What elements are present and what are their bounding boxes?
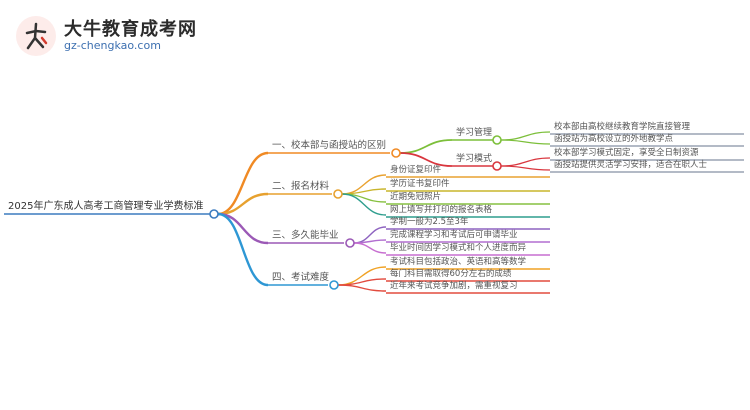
branch-1-child-2-leaf-2: 函授站提供灵活学习安排，适合在职人士	[554, 159, 708, 170]
branch-1-child-1-leaf-1-link	[500, 131, 551, 141]
branch-2-label: 二、报名材料	[272, 180, 330, 192]
branch-2-leaf-2: 学历证书复印件	[390, 178, 450, 189]
branch-4-dot	[329, 280, 339, 290]
branch-3-leaf-3-link	[353, 242, 387, 254]
branch-1-child-1-leaf-2-link	[500, 139, 551, 145]
branch-3-label: 三、多久能毕业	[272, 229, 339, 241]
root-node-dot	[209, 209, 219, 219]
branch-4-leaf-2: 每门科目需取得60分左右的成绩	[390, 268, 512, 279]
branch-3-leaf-2: 完成课程学习和考试后可申请毕业	[390, 229, 518, 240]
mindmap-links	[4, 131, 744, 294]
branch-4-leaf-2-link	[337, 278, 387, 286]
branch-4-leaf-3: 近年来考试竞争加剧，需重视复习	[390, 280, 518, 291]
branch-1-child-2-link	[399, 152, 453, 167]
branch-4-leaf-1: 考试科目包括政治、英语和高等数学	[390, 256, 527, 267]
branch-2-leaf-3: 近期免冠照片	[390, 191, 441, 202]
branch-1-child-2-leaf-1-link	[500, 157, 551, 167]
branch-1-label: 一、校本部与函授站的区别	[272, 139, 386, 151]
branch-1-child-1-leaf-2: 函授站为高校设立的外地教学点	[554, 133, 674, 144]
branch-2-leaf-4-link	[341, 193, 387, 216]
branch-1-child-2-label: 学习模式	[456, 152, 492, 164]
branch-4-leaf-3-link	[337, 284, 387, 292]
brand-logo: 大牛教育成考网 gz-chengkao.com	[12, 14, 212, 58]
brand-name: 大牛教育成考网	[64, 19, 197, 40]
branch-2-leaf-4: 网上填写并打印的报名表格	[390, 204, 493, 215]
branch-3-leaf-1: 学制一般为2.5至3年	[390, 216, 469, 227]
branch-1-dot	[391, 148, 401, 158]
mindmap-nodes: 2025年广东成人高考工商管理专业学费标准一、校本部与函授站的区别学习管理校本部…	[8, 121, 708, 291]
branch-1-child-2-leaf-2-link	[500, 165, 551, 171]
branch-1-child-1-leaf-1: 校本部由高校继续教育学院直接管理	[554, 121, 691, 132]
branch-2-leaf-2-link	[341, 188, 387, 195]
branch-4-label: 四、考试难度	[272, 271, 330, 283]
brand-mark-icon	[16, 16, 56, 56]
branch-1-child-1-label: 学习管理	[456, 126, 492, 138]
brand-url: gz-chengkao.com	[64, 39, 161, 52]
branch-3-leaf-3: 毕业时间因学习模式和个人进度而异	[390, 242, 527, 253]
branch-1-child-2-leaf-1: 校本部学习模式固定，享受全日制资源	[554, 147, 699, 158]
branch-3-link	[217, 212, 269, 245]
branch-3-dot	[345, 238, 355, 248]
branch-4-link	[217, 212, 269, 287]
branch-1-child-2-dot	[492, 161, 502, 171]
branch-1-child-1-link	[399, 139, 453, 154]
branch-2-dot	[333, 189, 343, 199]
branch-2-leaf-1: 身份证复印件	[390, 164, 442, 175]
branch-1-link	[217, 151, 269, 216]
root-node-label: 2025年广东成人高考工商管理专业学费标准	[8, 199, 203, 212]
branch-1-child-1-dot	[492, 135, 502, 145]
branch-3-leaf-2-link	[353, 239, 387, 244]
branch-2-link	[217, 192, 269, 216]
